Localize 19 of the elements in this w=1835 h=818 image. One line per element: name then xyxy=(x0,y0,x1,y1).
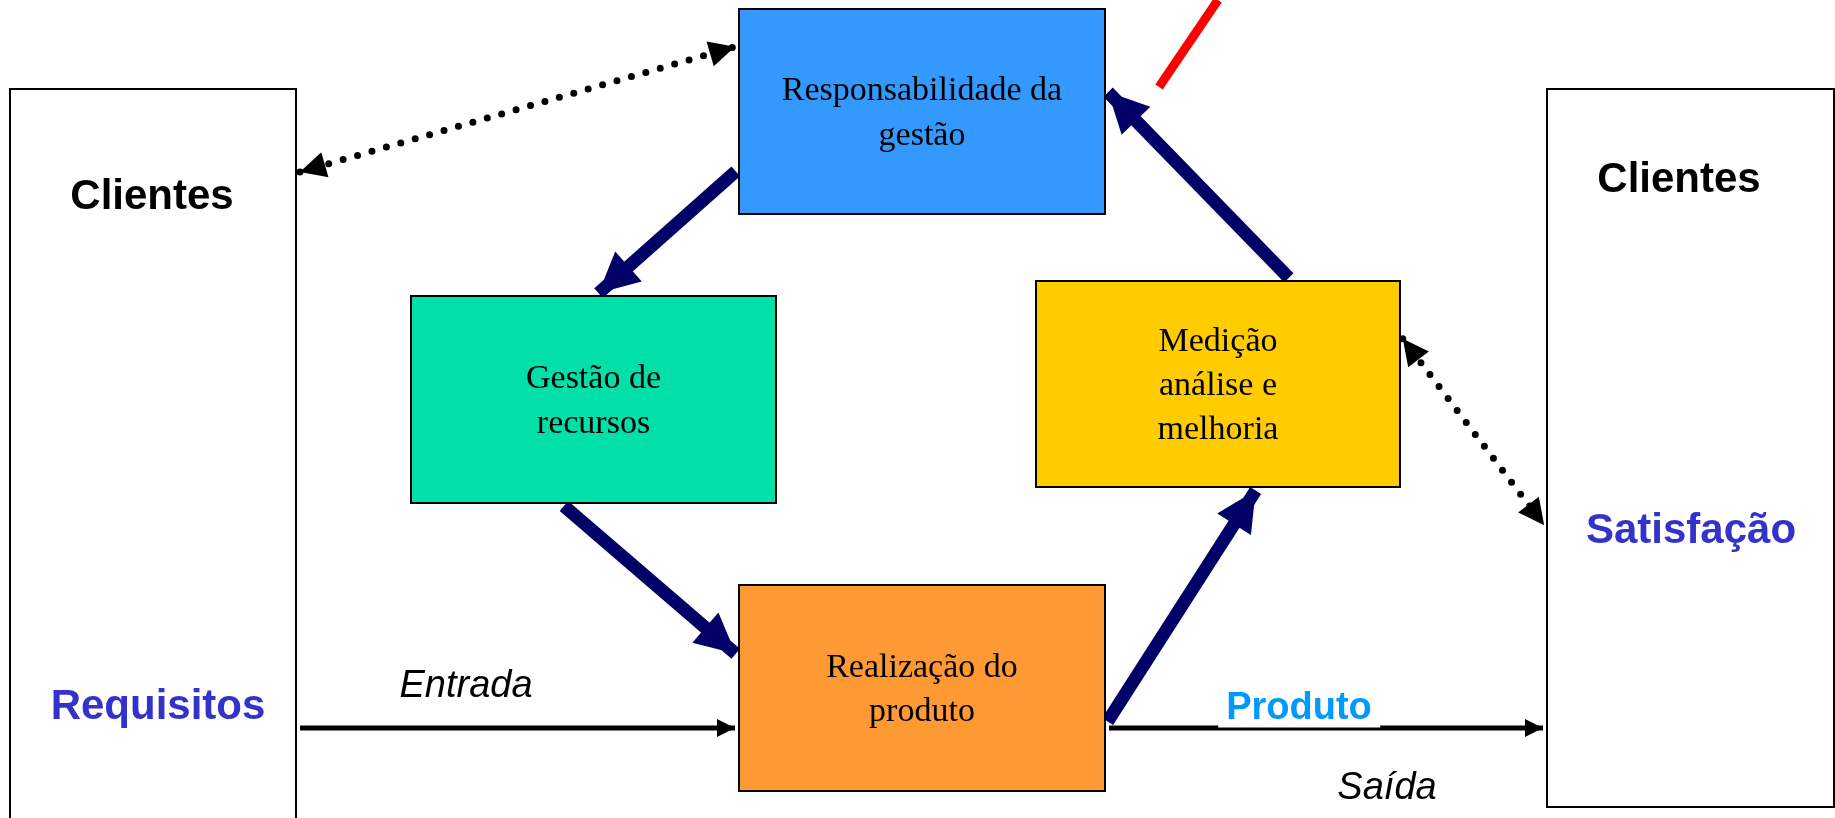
panel-heading: Clientes xyxy=(70,171,234,219)
process-box xyxy=(738,584,1106,792)
edge-label: Entrada xyxy=(398,662,534,706)
panel-heading: Clientes xyxy=(1597,154,1761,202)
process-box xyxy=(1035,280,1401,488)
box-text: Realização do produto xyxy=(825,645,1019,730)
panel-text: Requisitos xyxy=(50,681,266,729)
box-text: Gestão de recursos xyxy=(525,357,662,442)
box-text: Responsabilidade da gestão xyxy=(780,69,1064,154)
customer-panel xyxy=(1546,88,1835,808)
customer-panel xyxy=(9,88,297,818)
process-box xyxy=(738,8,1106,215)
arrow xyxy=(300,719,735,737)
arrow xyxy=(1109,719,1543,737)
panel-text: Satisfação xyxy=(1585,505,1797,553)
text-label: Saída xyxy=(1337,764,1437,808)
dotted-arrow xyxy=(296,41,739,178)
process-box xyxy=(410,295,777,504)
box-text: Medição análise e melhoria xyxy=(1156,319,1280,449)
